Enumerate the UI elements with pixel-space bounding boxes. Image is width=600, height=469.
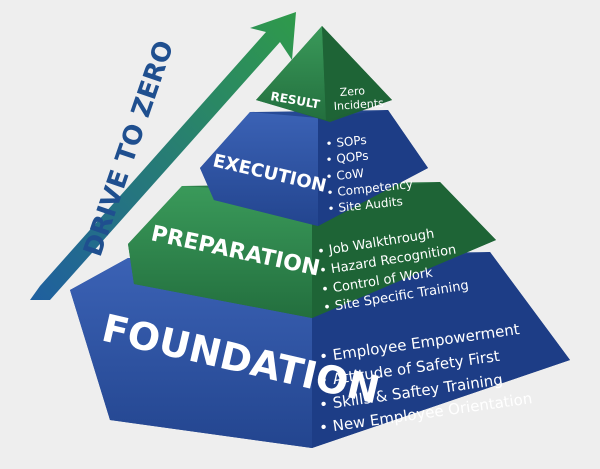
- foundation-right-face: [312, 252, 570, 448]
- result-left-face: [256, 26, 326, 120]
- level-foundation: FOUNDATION • Employee Empowerment • Atti…: [70, 252, 570, 448]
- level-preparation: PREPARATION • Job Walkthrough • Hazard R…: [128, 182, 496, 318]
- execution-item-3: • CoW: [325, 166, 365, 184]
- preparation-items: • Job Walkthrough • Hazard Recognition •…: [316, 227, 469, 316]
- result-right-face: [322, 26, 392, 120]
- execution-right-face: [318, 110, 428, 226]
- result-item-1: Zero: [339, 84, 365, 99]
- execution-item-1: • SOPs: [325, 133, 367, 151]
- level-result: RESULT Zero Incidents: [256, 26, 392, 122]
- preparation-left-face: [128, 186, 312, 318]
- execution-item-2: • QOPs: [325, 149, 369, 167]
- level-execution: EXECUTION • SOPs • QOPs • CoW • Competen…: [200, 110, 428, 226]
- result-item-2: Incidents: [333, 97, 384, 113]
- execution-left-face: [200, 112, 318, 226]
- preparation-right-face: [312, 182, 496, 318]
- arrow-shape: [30, 12, 296, 300]
